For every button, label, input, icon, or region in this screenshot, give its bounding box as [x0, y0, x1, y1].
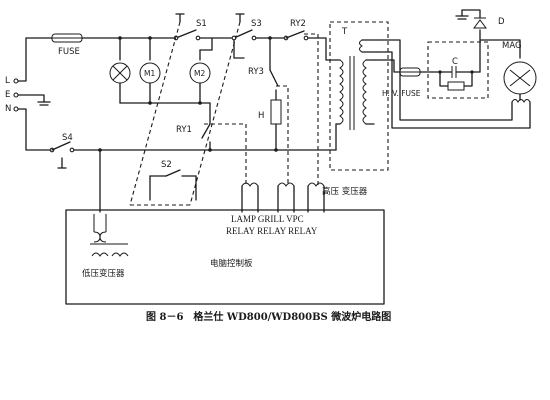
transformer-t-label: T — [341, 27, 348, 37]
relay-ry2-contact: RY2 — [255, 19, 337, 61]
heater-label: H — [258, 111, 264, 121]
switch-s2: S2 — [149, 160, 197, 201]
hv-transformer-enclosure: T 高压 变压器 — [322, 21, 389, 197]
fuse-label: FUSE — [58, 47, 80, 57]
ry1-label: RY1 — [176, 125, 192, 135]
hv-capacitor-enclosure: C — [427, 41, 489, 99]
lamp-relay-coil — [241, 182, 259, 213]
magnetron-label: MAG — [502, 41, 522, 51]
fuse: FUSE — [39, 33, 83, 57]
hv-fuse: H. V. FUSE — [373, 59, 433, 98]
line-n-label: N — [5, 104, 11, 114]
ground-symbol-left — [37, 101, 51, 106]
lamp — [109, 37, 131, 104]
relay-labels-row1: LAMP GRILL VPC — [231, 214, 304, 224]
figure-caption: 图 8－6 格兰仕 WD800/WD800BS 微波炉电路图 — [146, 310, 391, 323]
s1-label: S1 — [196, 19, 207, 29]
line-l-label: L — [5, 76, 10, 86]
grill-relay-coil — [277, 182, 295, 213]
motor-m1: M1 — [139, 37, 161, 104]
switch-s1: S1 — [171, 13, 213, 51]
hv-transformer-label: 高压 变压器 — [322, 186, 368, 197]
line-e-label: E — [5, 90, 10, 100]
relay-ry3-contact: RY3 — [248, 37, 279, 101]
control-board: LAMP GRILL VPC RELAY RELAY RELAY 电脑控制板 低… — [65, 209, 385, 305]
vpc-relay-coil — [307, 182, 325, 213]
diode-label: D — [498, 17, 505, 27]
control-board-label: 电脑控制板 — [210, 258, 253, 269]
ry2-label: RY2 — [290, 19, 306, 29]
s2-label: S2 — [161, 160, 172, 170]
door-linkage — [129, 21, 319, 206]
switch-s4: S4 — [49, 133, 75, 169]
relay-labels-row2: RELAY RELAY RELAY — [226, 226, 318, 236]
capacitor-label: C — [452, 57, 458, 67]
s3-label: S3 — [251, 19, 262, 29]
m1-label: M1 — [144, 69, 155, 78]
lv-transformer-label: 低压变压器 — [82, 268, 125, 279]
heater: H — [258, 99, 282, 151]
hv-diode: D — [455, 9, 505, 73]
hv-fuse-label: H. V. FUSE — [382, 89, 421, 98]
lv-transformer: 低压变压器 — [82, 214, 129, 279]
ry3-label: RY3 — [248, 67, 264, 77]
magnetron: MAG — [377, 39, 537, 129]
relay-coils — [241, 182, 325, 213]
ground-symbol-hv — [455, 15, 469, 20]
switch-s3: S3 — [211, 13, 262, 59]
relay-ry1-contact: RY1 — [176, 102, 211, 151]
m2-label: M2 — [194, 69, 205, 78]
motor-m2: M2 — [189, 49, 211, 104]
s4-label: S4 — [62, 133, 73, 143]
mains-input: L E N — [5, 37, 51, 151]
